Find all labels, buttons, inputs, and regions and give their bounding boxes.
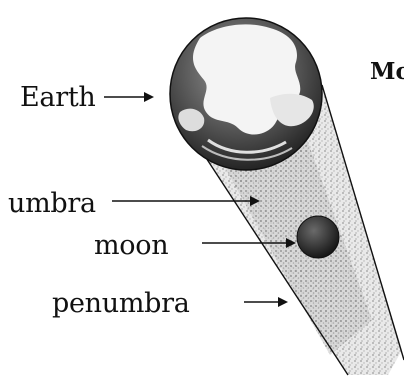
earth-label: Earth: [20, 84, 95, 111]
moon-label: moon: [94, 232, 168, 259]
penumbra-arrow: [244, 297, 288, 307]
penumbra-label: penumbra: [52, 290, 190, 317]
moon-disc: [297, 216, 339, 258]
earth-globe: [170, 18, 322, 170]
earth-arrow: [104, 92, 154, 102]
heading-fragment: Mo: [370, 60, 404, 83]
umbra-label: umbra: [8, 190, 96, 217]
